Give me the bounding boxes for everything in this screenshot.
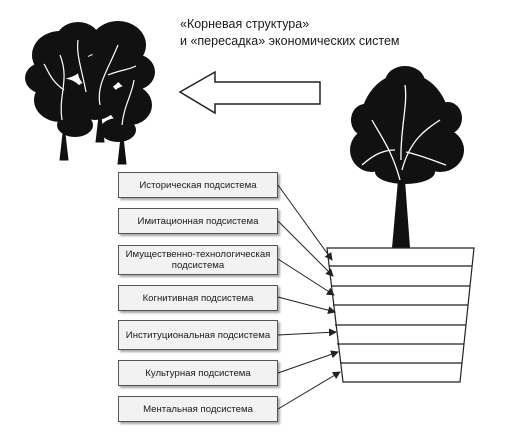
subsystem-label: Имущественно-технологическая подсистема — [125, 249, 271, 271]
subsystem-label: Историческая подсистема — [139, 179, 257, 191]
subsystem-label: Когнитивная подсистема — [142, 292, 254, 304]
left-arrow-icon — [178, 70, 321, 115]
pot — [326, 247, 475, 383]
connector-arrows — [277, 184, 341, 410]
forest-trees-icon — [25, 21, 155, 165]
subsystem-box-imitation: Имитационная подсистема — [118, 208, 278, 234]
subsystem-box-cultural: Культурная подсистема — [118, 360, 278, 386]
potted-tree-icon — [350, 66, 464, 248]
subsystem-label: Ментальная подсистема — [143, 403, 253, 415]
subsystem-label: Культурная подсистема — [145, 367, 251, 379]
title-line-2: и «пересадка» экономических систем — [180, 34, 400, 48]
title-line-1: «Корневая структура» — [180, 17, 310, 31]
subsystem-label: Институциональная подсистема — [125, 329, 271, 341]
subsystem-box-historical: Историческая подсистема — [118, 172, 278, 198]
subsystem-box-mental: Ментальная подсистема — [118, 396, 278, 422]
subsystem-box-institutional: Институциональная подсистема — [118, 320, 278, 350]
subsystem-label: Имитационная подсистема — [137, 215, 259, 227]
diagram-title: «Корневая структура» и «пересадка» эконо… — [180, 16, 400, 50]
subsystem-box-property-technological: Имущественно-технологическая подсистема — [118, 245, 278, 275]
subsystem-box-cognitive: Когнитивная подсистема — [118, 285, 278, 311]
